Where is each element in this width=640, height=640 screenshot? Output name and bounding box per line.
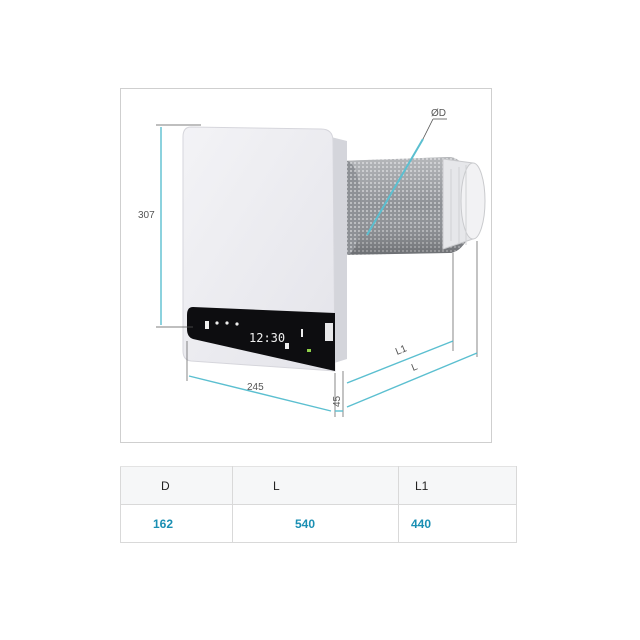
header-l: L [232,466,399,505]
power-icon [215,321,219,325]
settings-icon [285,343,289,349]
panel-side [331,137,347,364]
spec-table: D L L1 162 540 440 [120,466,517,543]
display-time: 12:30 [249,331,285,345]
length-dimension: L1 L [346,241,478,408]
svg-text:307: 307 [138,210,155,221]
outer-grille [442,158,486,250]
spec-table-row: 162 540 440 [120,504,517,543]
height-dimension: 307 [138,124,201,328]
svg-text:45: 45 [332,395,343,407]
snowflake-icon [235,322,239,326]
diameter-line [366,138,424,236]
fan-icon [225,321,229,325]
width-dimension: 245 [186,341,336,417]
spec-table-header: D L L1 [120,466,517,505]
depth-dimension: 45 [332,371,344,417]
value-d: 162 [120,504,233,543]
header-d: D [120,466,233,505]
header-l1: L1 [398,466,517,505]
svg-text:L1: L1 [394,343,409,358]
svg-text:L: L [410,361,420,373]
control-bar [187,307,335,371]
product-drawing: ØD 12:30 307 245 [120,88,492,443]
dimension-drawing-svg: ØD 12:30 307 245 [138,108,486,417]
svg-text:245: 245 [247,382,264,393]
value-l: 540 [232,504,399,543]
home-icon [205,321,209,329]
diameter-label: ØD [431,108,446,119]
value-l1: 440 [398,504,517,543]
